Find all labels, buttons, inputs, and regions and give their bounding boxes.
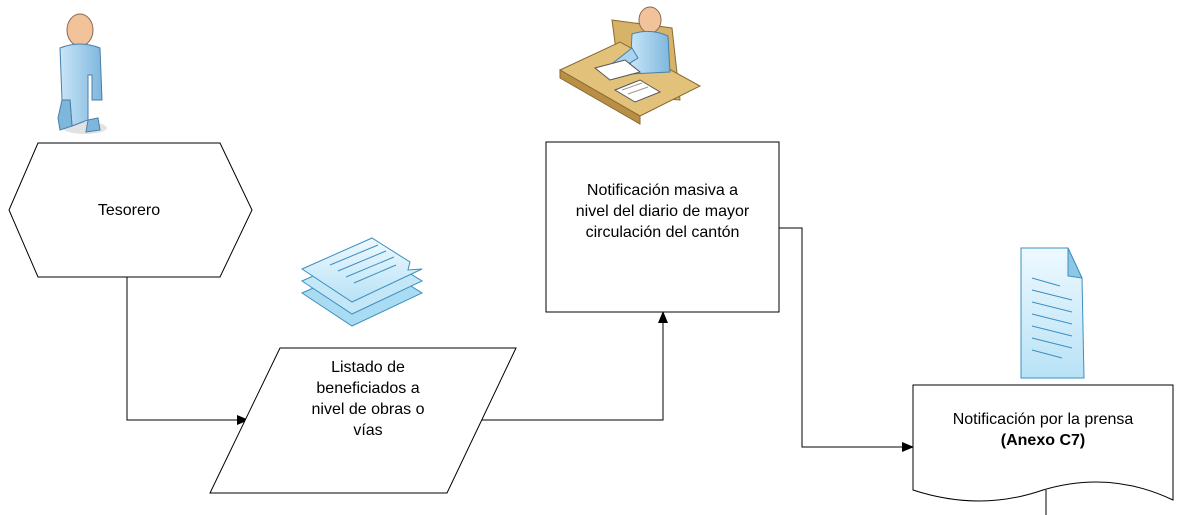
notificacion-masiva-line-1: Notificación masiva a xyxy=(586,182,739,199)
document-stack-icon xyxy=(300,237,424,327)
listado-parallelogram xyxy=(209,347,517,494)
tesorero-label-text: Tesorero xyxy=(97,202,161,219)
notificacion-prensa-line-1: Notificación por la prensa xyxy=(952,411,1134,428)
listado-line-1: Listado de xyxy=(331,359,405,376)
notificacion-masiva-line-2: nivel del diario de mayor xyxy=(575,203,750,220)
listado-line-4: vías xyxy=(353,422,383,439)
document-icon xyxy=(1020,247,1085,379)
listado-line-2: beneficiados a xyxy=(316,380,420,397)
notificacion-masiva-box xyxy=(545,141,780,313)
connector-tesorero-listado xyxy=(126,277,249,425)
connector-listado-notificacion-masiva xyxy=(482,311,668,421)
notificacion-prensa-label: Notificación por la prensa (Anexo C7) xyxy=(913,409,1173,451)
person-icon xyxy=(57,13,107,134)
connector-notificacion-prensa xyxy=(779,227,914,452)
person-at-desk-icon xyxy=(558,6,702,125)
notificacion-masiva-label: Notificación masiva a nivel del diario d… xyxy=(546,180,779,243)
listado-line-3: nivel de obras o xyxy=(311,401,425,418)
notificacion-prensa-document xyxy=(912,384,1174,502)
notificacion-prensa-line-2: (Anexo C7) xyxy=(1000,432,1086,449)
notificacion-masiva-line-3: circulación del cantón xyxy=(585,224,740,241)
listado-label: Listado de beneficiados a nivel de obras… xyxy=(268,357,468,441)
tesorero-label: Tesorero xyxy=(38,200,220,221)
tesorero-hexagon xyxy=(8,142,253,278)
